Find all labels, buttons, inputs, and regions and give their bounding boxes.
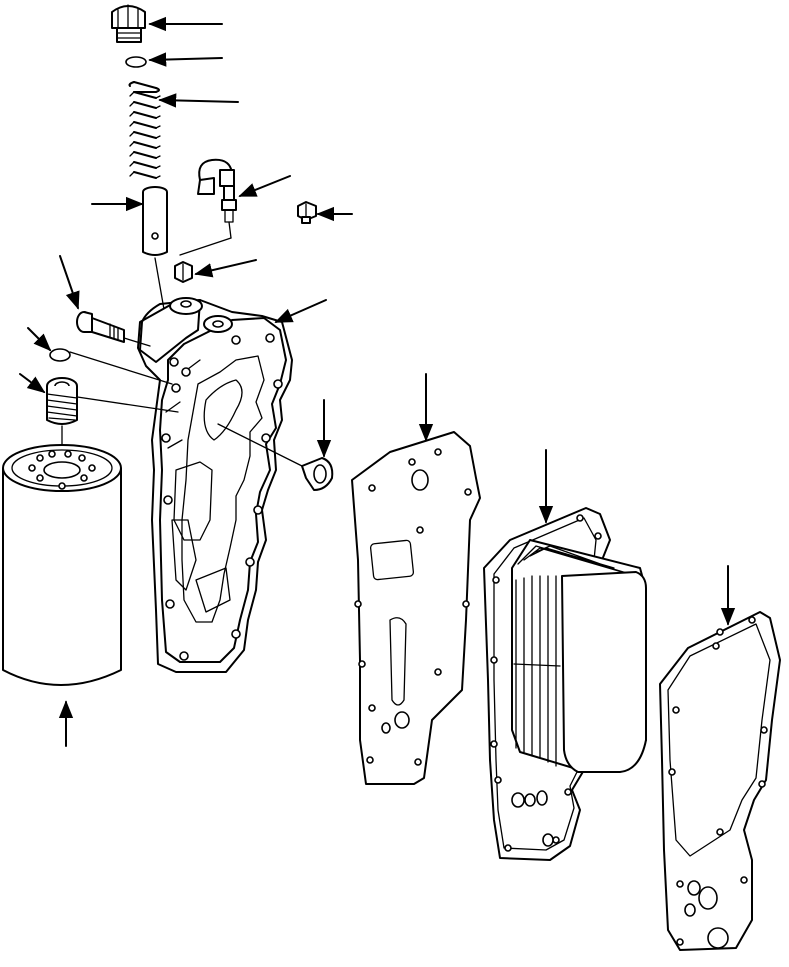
relief-valve-plug xyxy=(111,4,146,43)
callout-arrows xyxy=(19,16,736,747)
relief-valve-piston xyxy=(142,186,173,356)
o-ring-washer xyxy=(49,348,71,362)
relief-valve-spring xyxy=(128,81,161,179)
arrow-sensor xyxy=(238,175,291,197)
filter-head-housing xyxy=(137,297,293,673)
fitting-nut xyxy=(174,261,193,283)
oil-filter xyxy=(2,444,122,686)
arrow-nipple xyxy=(19,373,46,394)
small-plug xyxy=(297,201,317,224)
sealing-washer xyxy=(125,56,147,68)
cooler-gasket-rear xyxy=(659,611,781,951)
mounting-bolt xyxy=(76,311,151,347)
oil-cooler xyxy=(483,507,647,861)
arrow-fitting-nut xyxy=(194,259,257,278)
cooler-gasket-front xyxy=(351,431,481,785)
filter-adapter-nipple xyxy=(46,377,78,471)
arrow-bolt xyxy=(59,255,80,310)
pressure-sensor xyxy=(179,158,237,256)
cup-plug xyxy=(217,423,334,491)
arrow-washer xyxy=(148,52,223,67)
arrow-housing xyxy=(274,299,327,323)
arrow-spring xyxy=(158,93,239,108)
arrow-o-ring xyxy=(27,327,52,352)
